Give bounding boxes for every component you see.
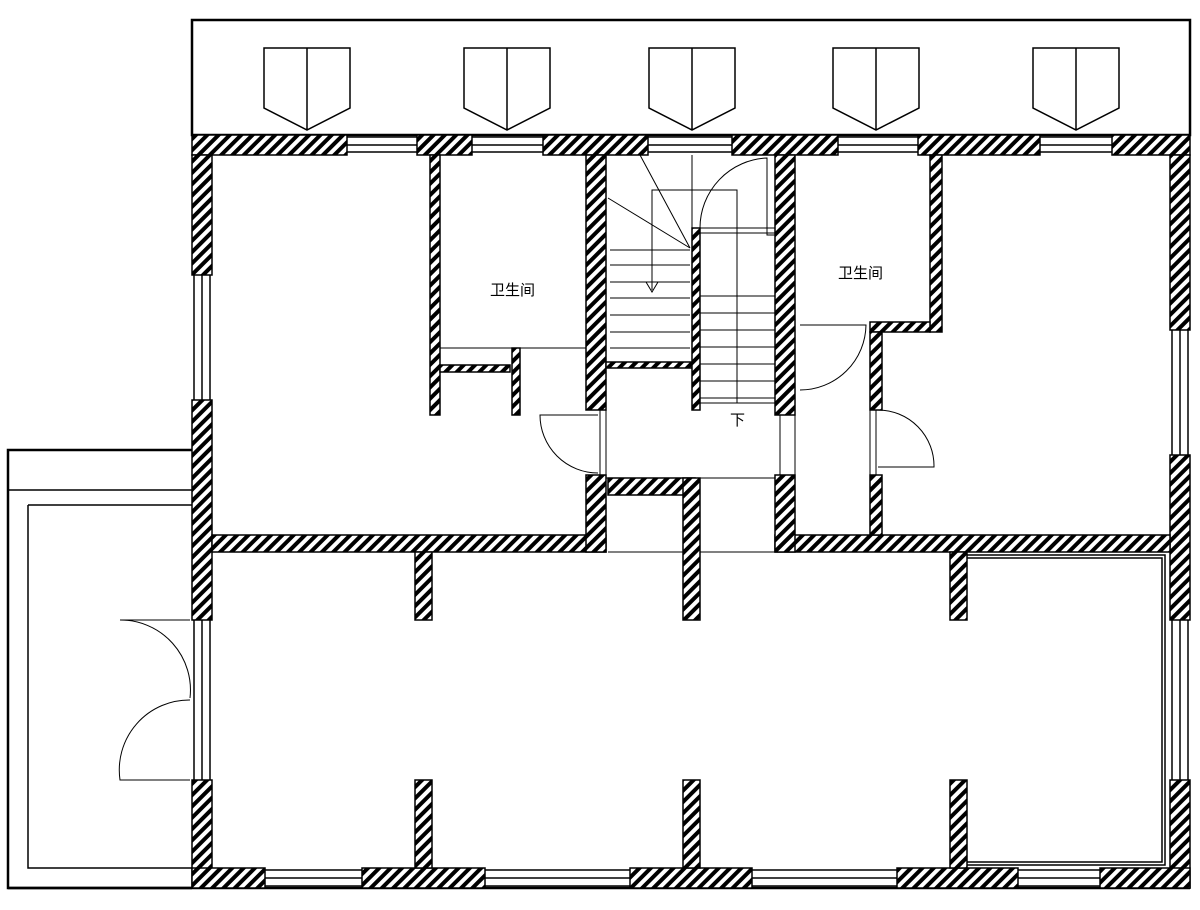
balcony-rail — [8, 489, 192, 869]
stair-arrow — [645, 189, 738, 403]
room-label-bathroom-left: 卫生间 — [490, 281, 535, 299]
doors[interactable] — [118, 324, 935, 781]
stair-direction-label: 下 — [730, 411, 745, 429]
staircase[interactable] — [607, 154, 775, 404]
top-canopy — [190, 18, 1192, 137]
balcony-outline — [6, 448, 192, 890]
room-label-bathroom-right: 卫生间 — [838, 264, 883, 282]
walls — [191, 134, 1191, 889]
shutters — [263, 47, 1120, 131]
windows — [193, 136, 1189, 887]
